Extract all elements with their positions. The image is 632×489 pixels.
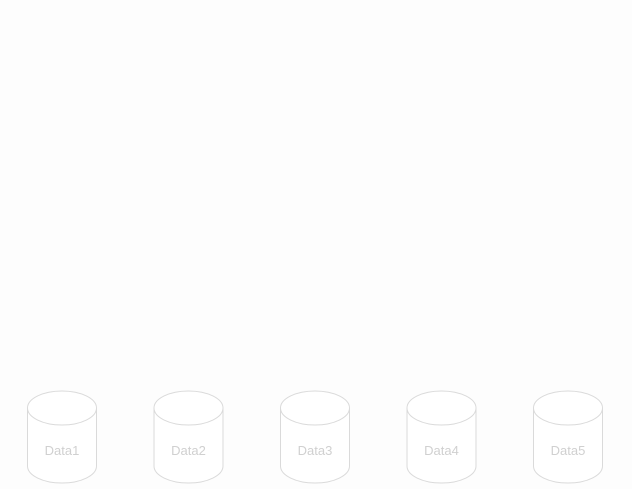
database-cylinder-top [27,390,97,426]
database-cylinder-top [533,390,603,426]
database-cylinder-top [280,390,350,426]
database-cylinder-body [280,407,350,484]
database-node-2: Data2 [153,390,224,484]
database-cylinder-body [406,407,477,484]
database-node-5: Data5 [533,390,603,484]
database-label: Data3 [298,443,333,458]
database-label: Data5 [551,443,586,458]
database-node-3: Data3 [280,390,350,484]
database-node-1: Data1 [27,390,97,484]
database-cylinder-body [27,407,97,484]
database-label: Data4 [424,443,459,458]
database-label: Data2 [171,443,206,458]
database-node-4: Data4 [406,390,477,484]
database-cylinder-top [406,390,477,426]
database-label: Data1 [45,443,80,458]
database-cylinder-body [153,407,224,484]
database-cylinder-body [533,407,603,484]
database-cylinder-top [153,390,224,426]
